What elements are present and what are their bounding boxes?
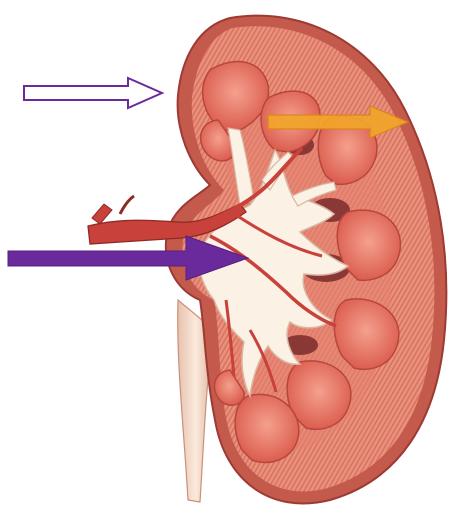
arrow-outline-cortex xyxy=(24,78,162,108)
